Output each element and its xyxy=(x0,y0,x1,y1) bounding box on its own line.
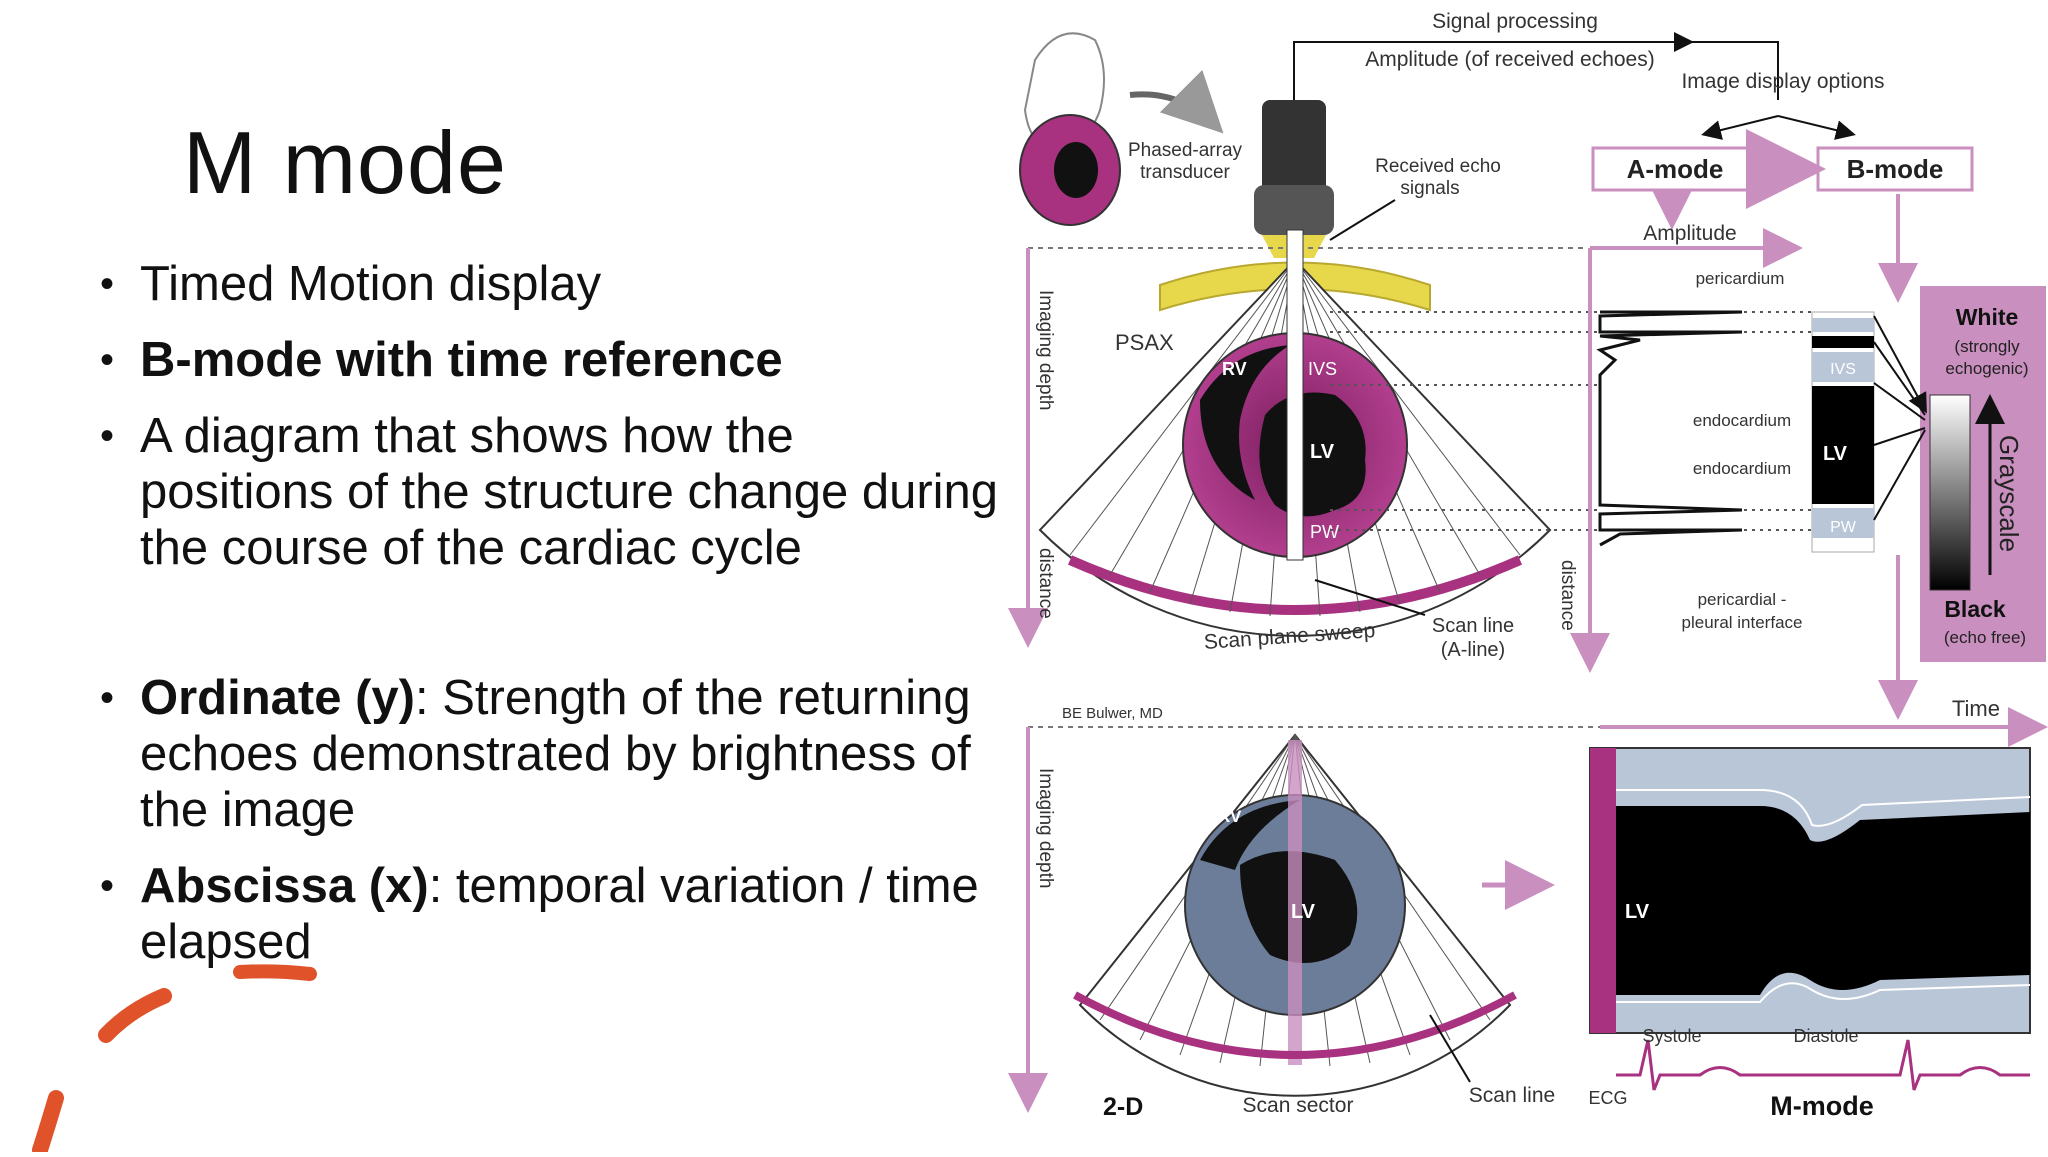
ink-stroke xyxy=(32,1090,64,1152)
endocardium-label: endocardium xyxy=(1693,459,1791,478)
bullet-item: A diagram that shows how the positions o… xyxy=(100,408,1000,576)
bullet-list-bottom: Ordinate (y): Strength of the returning … xyxy=(100,670,1000,990)
bullet-bold: B-mode with time reference xyxy=(140,333,783,387)
signal-processing-label: Signal processing xyxy=(1432,10,1598,33)
b-mode-box xyxy=(1816,146,1974,192)
m-mode-label: M-mode xyxy=(1770,1091,1874,1121)
b-mode-label: B-mode xyxy=(1847,154,1944,184)
scan-line-label: Scan line xyxy=(1432,615,1514,637)
projection-lines xyxy=(1330,311,1815,531)
bullet-text: : Strength of the returning echoes demon… xyxy=(140,671,971,837)
display-arrow xyxy=(1777,115,1856,140)
slide-title: M mode xyxy=(183,113,507,212)
imaging-depth-label: Imaging depth xyxy=(1035,768,1056,888)
a-mode-trace xyxy=(1596,310,1743,547)
bullet-item: Abscissa (x): temporal variation / time … xyxy=(100,858,1000,970)
imaging-depth-label: Imaging depth xyxy=(1035,290,1056,410)
bullet-item: Timed Motion display xyxy=(100,256,1000,312)
grayscale-label: Grayscale xyxy=(1994,435,2024,552)
m-lv-label: LV xyxy=(1625,901,1650,923)
psax-label: PSAX xyxy=(1115,330,1174,355)
white-sub-label: echogenic) xyxy=(1945,359,2028,378)
black-label: Black xyxy=(1944,596,2006,622)
rv-2d-label: RV xyxy=(1218,807,1242,826)
scan-line-label: (A-line) xyxy=(1441,639,1505,661)
distance-label: distance xyxy=(1035,548,1056,619)
transducer-icon xyxy=(1254,100,1334,258)
scan-line-2d xyxy=(1288,740,1302,1065)
heart-sketch-icon xyxy=(1019,32,1224,226)
bullet-text: : temporal variation / time elapsed xyxy=(140,859,979,969)
pericardium-label: pericardium xyxy=(1696,269,1785,288)
pericardial-interface-label: pericardial - xyxy=(1698,590,1787,609)
lv-cavity xyxy=(1259,392,1366,517)
bullet-text: A diagram that shows how the positions o… xyxy=(140,409,999,575)
ink-stroke xyxy=(233,964,317,981)
bullet-item: Ordinate (y): Strength of the returning … xyxy=(100,670,1000,838)
transducer-label: transducer xyxy=(1140,162,1230,183)
b-ivs-label: IVS xyxy=(1830,361,1856,378)
ecg-label: ECG xyxy=(1588,1088,1627,1108)
b-lv-label: LV xyxy=(1823,443,1848,465)
image-display-options-label: Image display options xyxy=(1681,70,1884,93)
amplitude-label: Amplitude xyxy=(1643,222,1736,245)
signal-path xyxy=(1293,32,1694,112)
endocardium-label: endocardium xyxy=(1693,411,1791,430)
a-mode-label: A-mode xyxy=(1627,154,1724,184)
rv-cavity xyxy=(1200,345,1290,500)
received-echo-label: Received echo xyxy=(1375,156,1501,177)
ink-stroke xyxy=(98,988,172,1043)
bullet-bold: Ordinate (y) xyxy=(140,671,415,725)
white-sub-label: (strongly xyxy=(1954,337,2020,356)
display-arrow xyxy=(1701,115,1779,140)
scan-line-bottom-label: Scan line xyxy=(1469,1084,1555,1107)
bullet-list-top: Timed Motion display B-mode with time re… xyxy=(100,256,1000,596)
bullet-item: B-mode with time reference xyxy=(100,332,1000,388)
ivs-label: IVS xyxy=(1308,359,1337,379)
b-pw-label: PW xyxy=(1830,519,1857,536)
received-echo-label: signals xyxy=(1400,178,1459,199)
lv-2d-label: LV xyxy=(1291,901,1316,923)
lv-label: LV xyxy=(1310,441,1335,463)
scan-line-beam xyxy=(1286,229,1304,561)
systole-label: Systole xyxy=(1642,1026,1701,1046)
pericardial-interface-label: pleural interface xyxy=(1682,613,1803,632)
m-mode-lv xyxy=(1616,806,2030,995)
transducer-label: Phased-array xyxy=(1128,140,1243,161)
bullet-text: Timed Motion display xyxy=(140,257,602,311)
white-label: White xyxy=(1956,304,2019,330)
credit-label: BE Bulwer, MD xyxy=(1062,705,1163,722)
m-mode-diagram: Signal processing Amplitude (of received… xyxy=(1000,0,2048,1152)
black-sub-label: (echo free) xyxy=(1944,628,2026,647)
distance-label: distance xyxy=(1557,560,1578,631)
diastole-label: Diastole xyxy=(1793,1026,1858,1046)
rv-2d xyxy=(1200,800,1300,870)
rv-label: RV xyxy=(1222,359,1247,379)
ecg-trace xyxy=(1616,1039,2030,1091)
time-label: Time xyxy=(1952,696,2000,721)
label-2d: 2-D xyxy=(1103,1093,1143,1121)
pw-label: PW xyxy=(1310,522,1339,542)
bullet-bold: Abscissa (x) xyxy=(140,859,429,913)
signal-path xyxy=(1690,41,1779,100)
scan-sector-label: Scan sector xyxy=(1243,1094,1354,1117)
amplitude-received-label: Amplitude (of received echoes) xyxy=(1365,48,1654,71)
